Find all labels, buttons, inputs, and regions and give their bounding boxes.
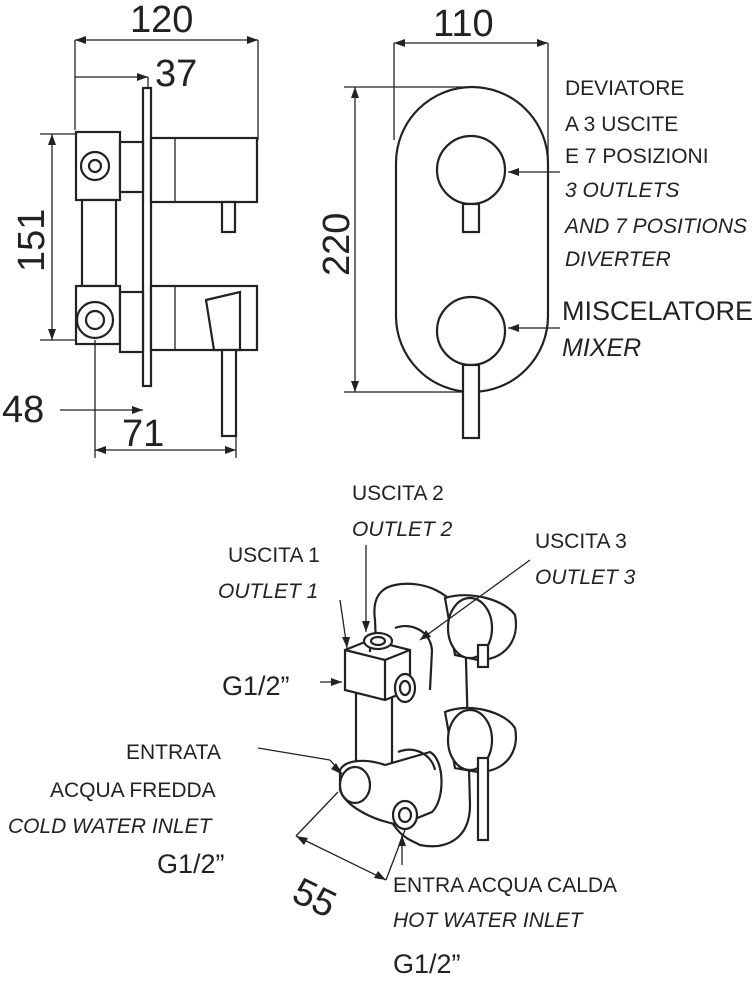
dim-inlet-spacing: 151 [11, 209, 53, 272]
outlet1-label-it: USCITA 1 [228, 544, 320, 567]
thread-cold-label: G1/2” [157, 849, 225, 879]
diverter-label-en-2: AND 7 POSITIONS [563, 215, 747, 238]
dim-iso-spacing: 55 [286, 870, 342, 926]
dim-inlet-depth: 71 [122, 413, 164, 455]
diverter-label-it-1: DEVIATORE [565, 77, 684, 100]
outlet3-label-en: OUTLET 3 [535, 566, 636, 589]
dim-overall-depth: 120 [130, 0, 193, 41]
dim-plate-width: 110 [433, 3, 494, 45]
dim-plate-to-body: 37 [155, 53, 197, 95]
hot-label-it: ENTRA ACQUA CALDA [393, 874, 617, 897]
cold-label-it-2: ACQUA FREDDA [50, 779, 216, 802]
mixer-label-it: MISCELATORE [562, 296, 753, 326]
inlet-labels: ENTRATA ACQUA FREDDA COLD WATER INLET G1… [8, 741, 617, 979]
outlet1-label-en: OUTLET 1 [218, 580, 318, 603]
cold-label-it-1: ENTRATA [126, 741, 221, 764]
side-view: 120 37 151 [2, 0, 259, 458]
mixer-label: MISCELATORE MIXER [562, 296, 753, 362]
dim-lower-offset: 48 [2, 389, 44, 431]
isometric-view: 55 [257, 545, 531, 927]
cold-label-en: COLD WATER INLET [8, 815, 214, 838]
diverter-label-it-2: A 3 USCITE [565, 113, 678, 136]
diverter-label-en-3: DIVERTER [565, 248, 671, 271]
front-view: 110 220 [316, 3, 560, 440]
diverter-label: DEVIATORE A 3 USCITE E 7 POSIZIONI 3 OUT… [563, 77, 747, 271]
thread-top-label: G1/2” [222, 671, 290, 701]
outlet2-label-it: USCITA 2 [352, 482, 444, 505]
mixer-label-en: MIXER [562, 334, 641, 362]
dim-plate-height: 220 [316, 213, 358, 276]
thread-hot-label: G1/2” [393, 949, 461, 979]
diverter-label-it-3: E 7 POSIZIONI [565, 145, 709, 168]
outlet-labels: USCITA 2 OUTLET 2 USCITA 1 OUTLET 1 USCI… [218, 482, 636, 701]
outlet3-label-it: USCITA 3 [535, 530, 627, 553]
hot-label-en: HOT WATER INLET [393, 909, 585, 932]
outlet2-label-en: OUTLET 2 [352, 518, 453, 541]
diverter-label-en-1: 3 OUTLETS [565, 179, 679, 202]
